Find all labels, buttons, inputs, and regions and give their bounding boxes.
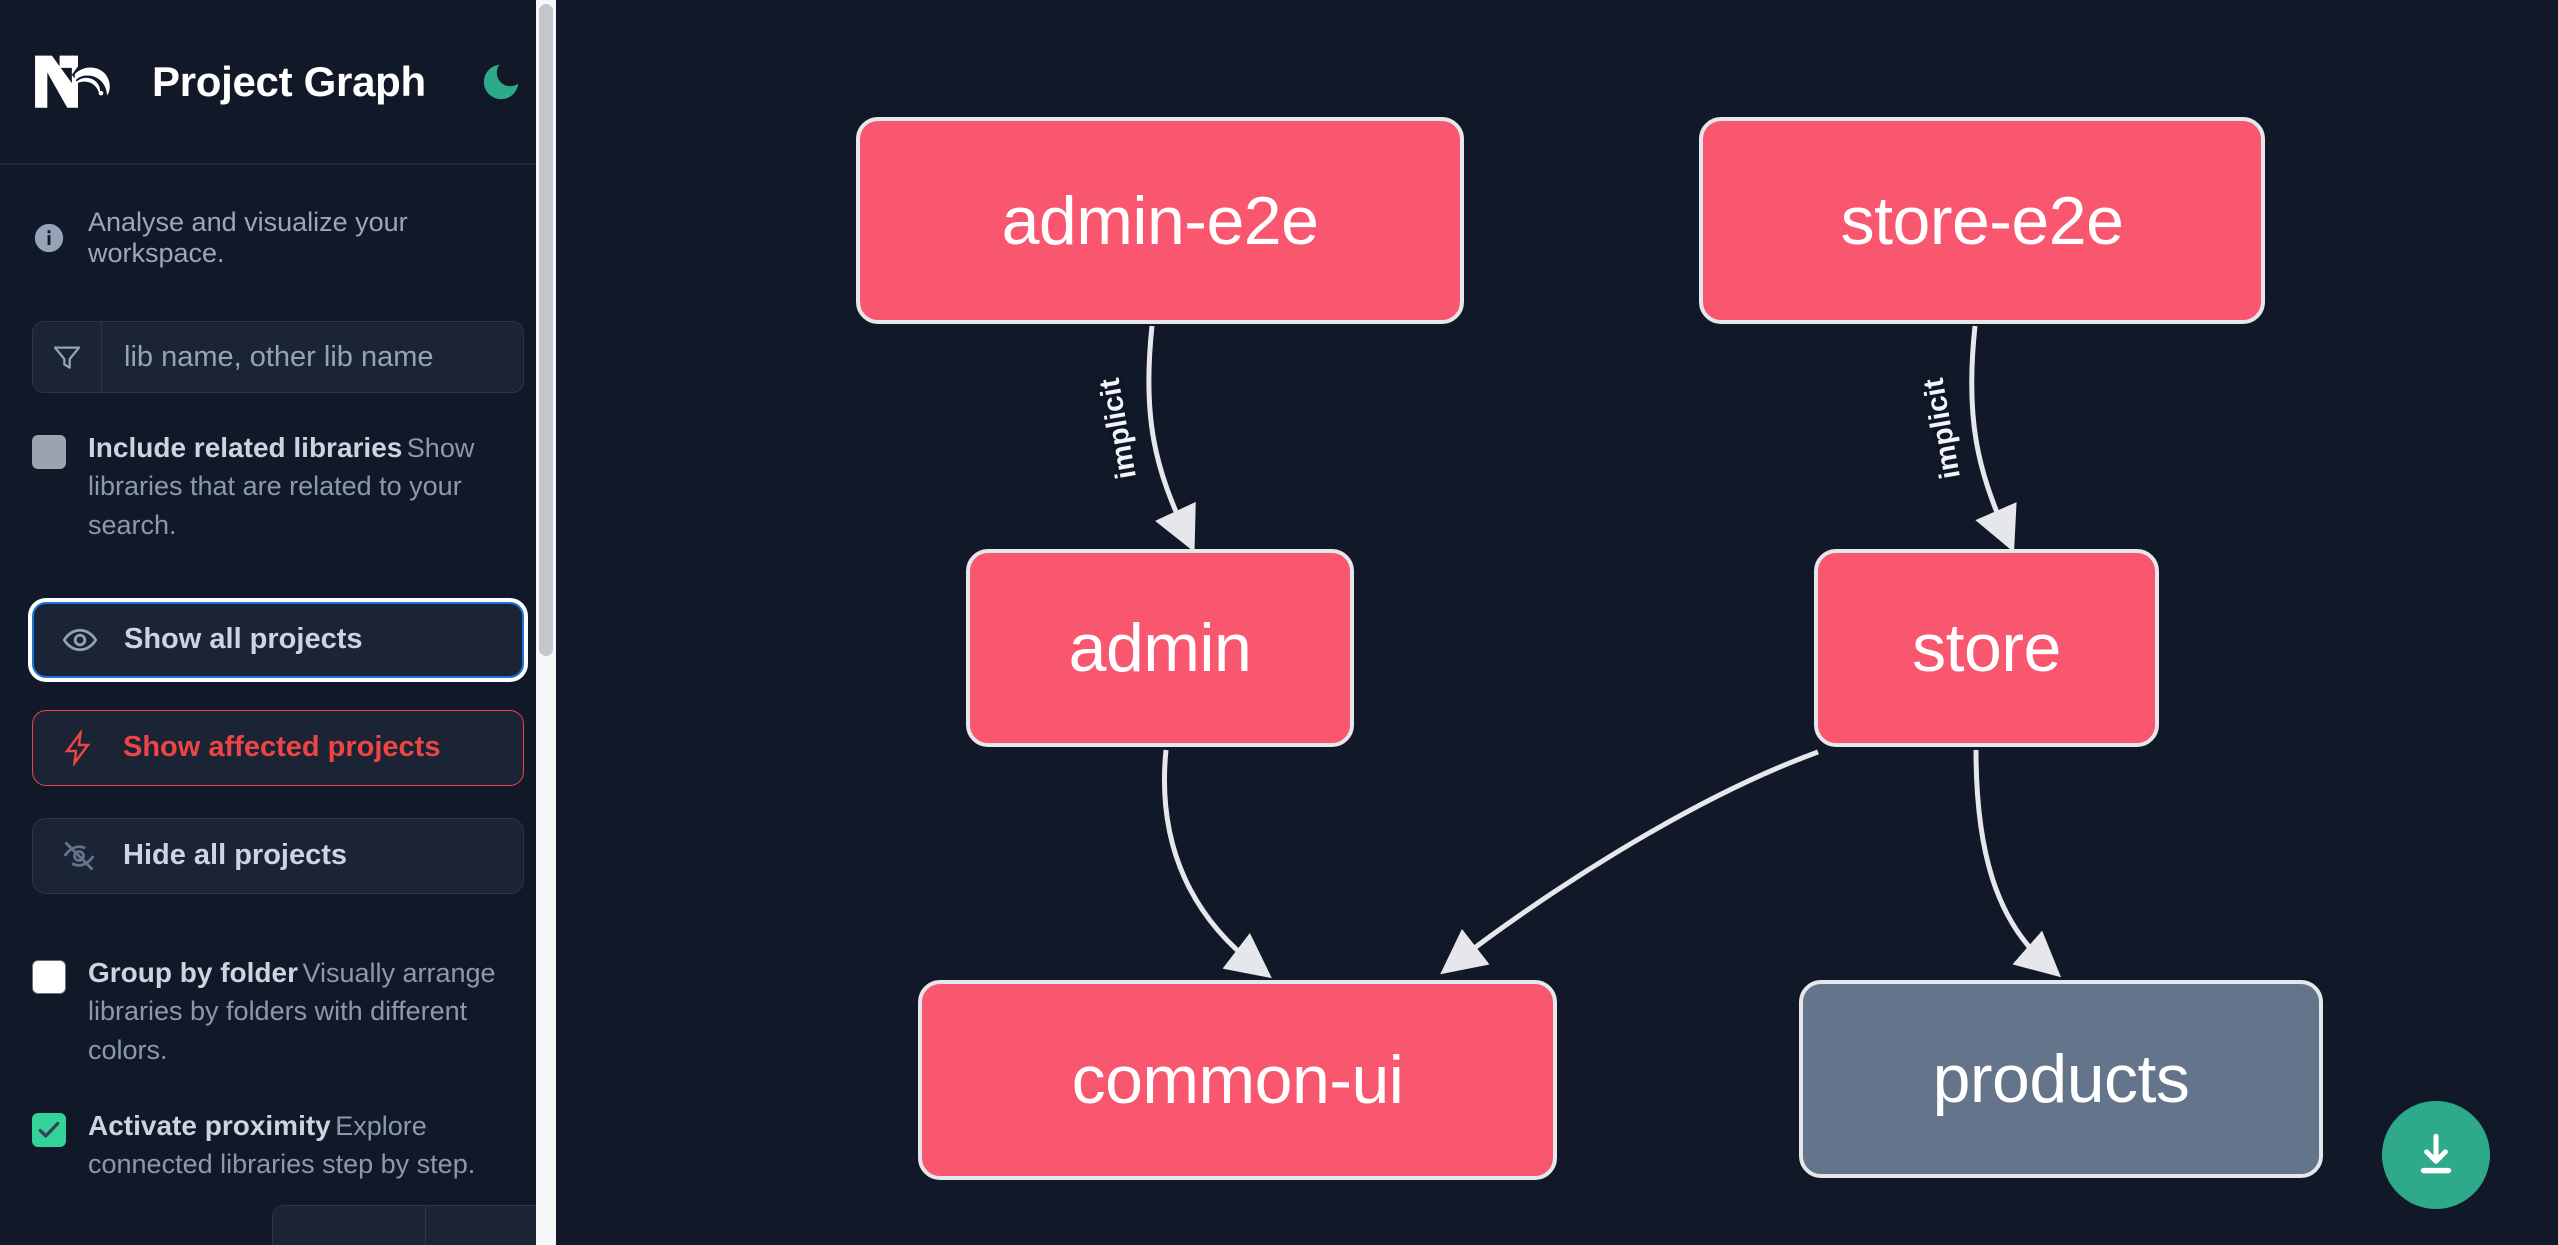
group-by-folder-description: Visually arrange libraries by folders wi… [88,957,496,1065]
proximity-step-button-group[interactable] [272,1205,556,1245]
checkbox-row-include-related-libraries[interactable]: Include related libraries Show libraries… [0,429,556,544]
workspace-info: Analyse and visualize your workspace. [0,165,556,269]
sidebar: Project Graph Analyse and visualize your… [0,0,556,1245]
graph-edges [1146,325,2062,979]
graph-node-store-e2e[interactable]: store-e2e [1699,117,2265,324]
show-all-projects-button[interactable]: Show all projects [32,601,524,678]
sidebar-scrollbar-thumb[interactable] [539,4,553,656]
group-by-folder-label: Group by folder [88,956,298,988]
graph-node-label: admin-e2e [1001,182,1319,259]
show-all-projects-label: Show all projects [124,623,363,656]
proximity-step-decrease-button[interactable] [273,1206,426,1245]
download-icon [2420,1133,2452,1174]
activate-proximity-checkbox[interactable] [32,1112,66,1147]
activate-proximity-label: Activate proximity [88,1109,331,1141]
edge-admin-e2e-to-admin [1146,325,1196,553]
search-input[interactable] [102,322,523,392]
page-title: Project Graph [152,57,426,105]
include-related-libraries-description: Show libraries that are related to your … [88,433,475,540]
edge-store-to-common-ui [1440,749,1819,975]
graph-node-label: common-ui [1071,1042,1404,1118]
graph-node-label: store-e2e [1840,182,2124,259]
download-image-button[interactable] [2382,1101,2490,1209]
edge-admin-to-common-ui [1161,749,1272,979]
include-related-libraries-label: Include related libraries [88,432,403,463]
moon-icon[interactable] [478,59,524,105]
graph-node-admin-e2e[interactable]: admin-e2e [856,117,1464,324]
edge-store-to-products [1973,749,2062,978]
graph-node-label: admin [1068,610,1252,686]
graph-node-store[interactable]: store [1814,549,2159,747]
graph-canvas[interactable]: admin-e2e store-e2e admin store common-u… [556,0,2558,1245]
sidebar-header: Project Graph [0,0,556,165]
checkbox-row-activate-proximity[interactable]: Activate proximity Explore connected lib… [0,1107,556,1184]
show-affected-projects-label: Show affected projects [123,731,441,764]
show-affected-projects-button[interactable]: Show affected projects [32,709,524,786]
graph-node-label: store [1912,610,2061,686]
graph-node-products[interactable]: products [1799,980,2323,1178]
graph-node-common-ui[interactable]: common-ui [918,980,1557,1180]
graph-node-admin[interactable]: admin [966,549,1354,747]
info-circle-icon [32,221,66,255]
edge-store-e2e-to-store [1969,325,2017,553]
activate-proximity-description: Explore connected libraries step by step… [88,1110,476,1180]
graph-node-label: products [1932,1041,2190,1117]
workspace-info-text: Analyse and visualize your workspace. [88,207,408,268]
check-icon [38,1121,60,1138]
nx-logo-icon [32,51,124,113]
sidebar-scrollbar[interactable] [536,0,556,1245]
hide-all-projects-label: Hide all projects [123,839,348,872]
project-action-buttons: Show all projects Show affected projects… [0,601,556,894]
include-related-libraries-checkbox[interactable] [32,435,66,469]
group-by-folder-checkbox[interactable] [32,959,66,994]
checkbox-row-group-by-folder[interactable]: Group by folder Visually arrange librari… [0,954,556,1069]
funnel-filter-icon [33,322,102,392]
hide-all-projects-button[interactable]: Hide all projects [32,817,524,894]
search-box[interactable] [32,321,524,393]
